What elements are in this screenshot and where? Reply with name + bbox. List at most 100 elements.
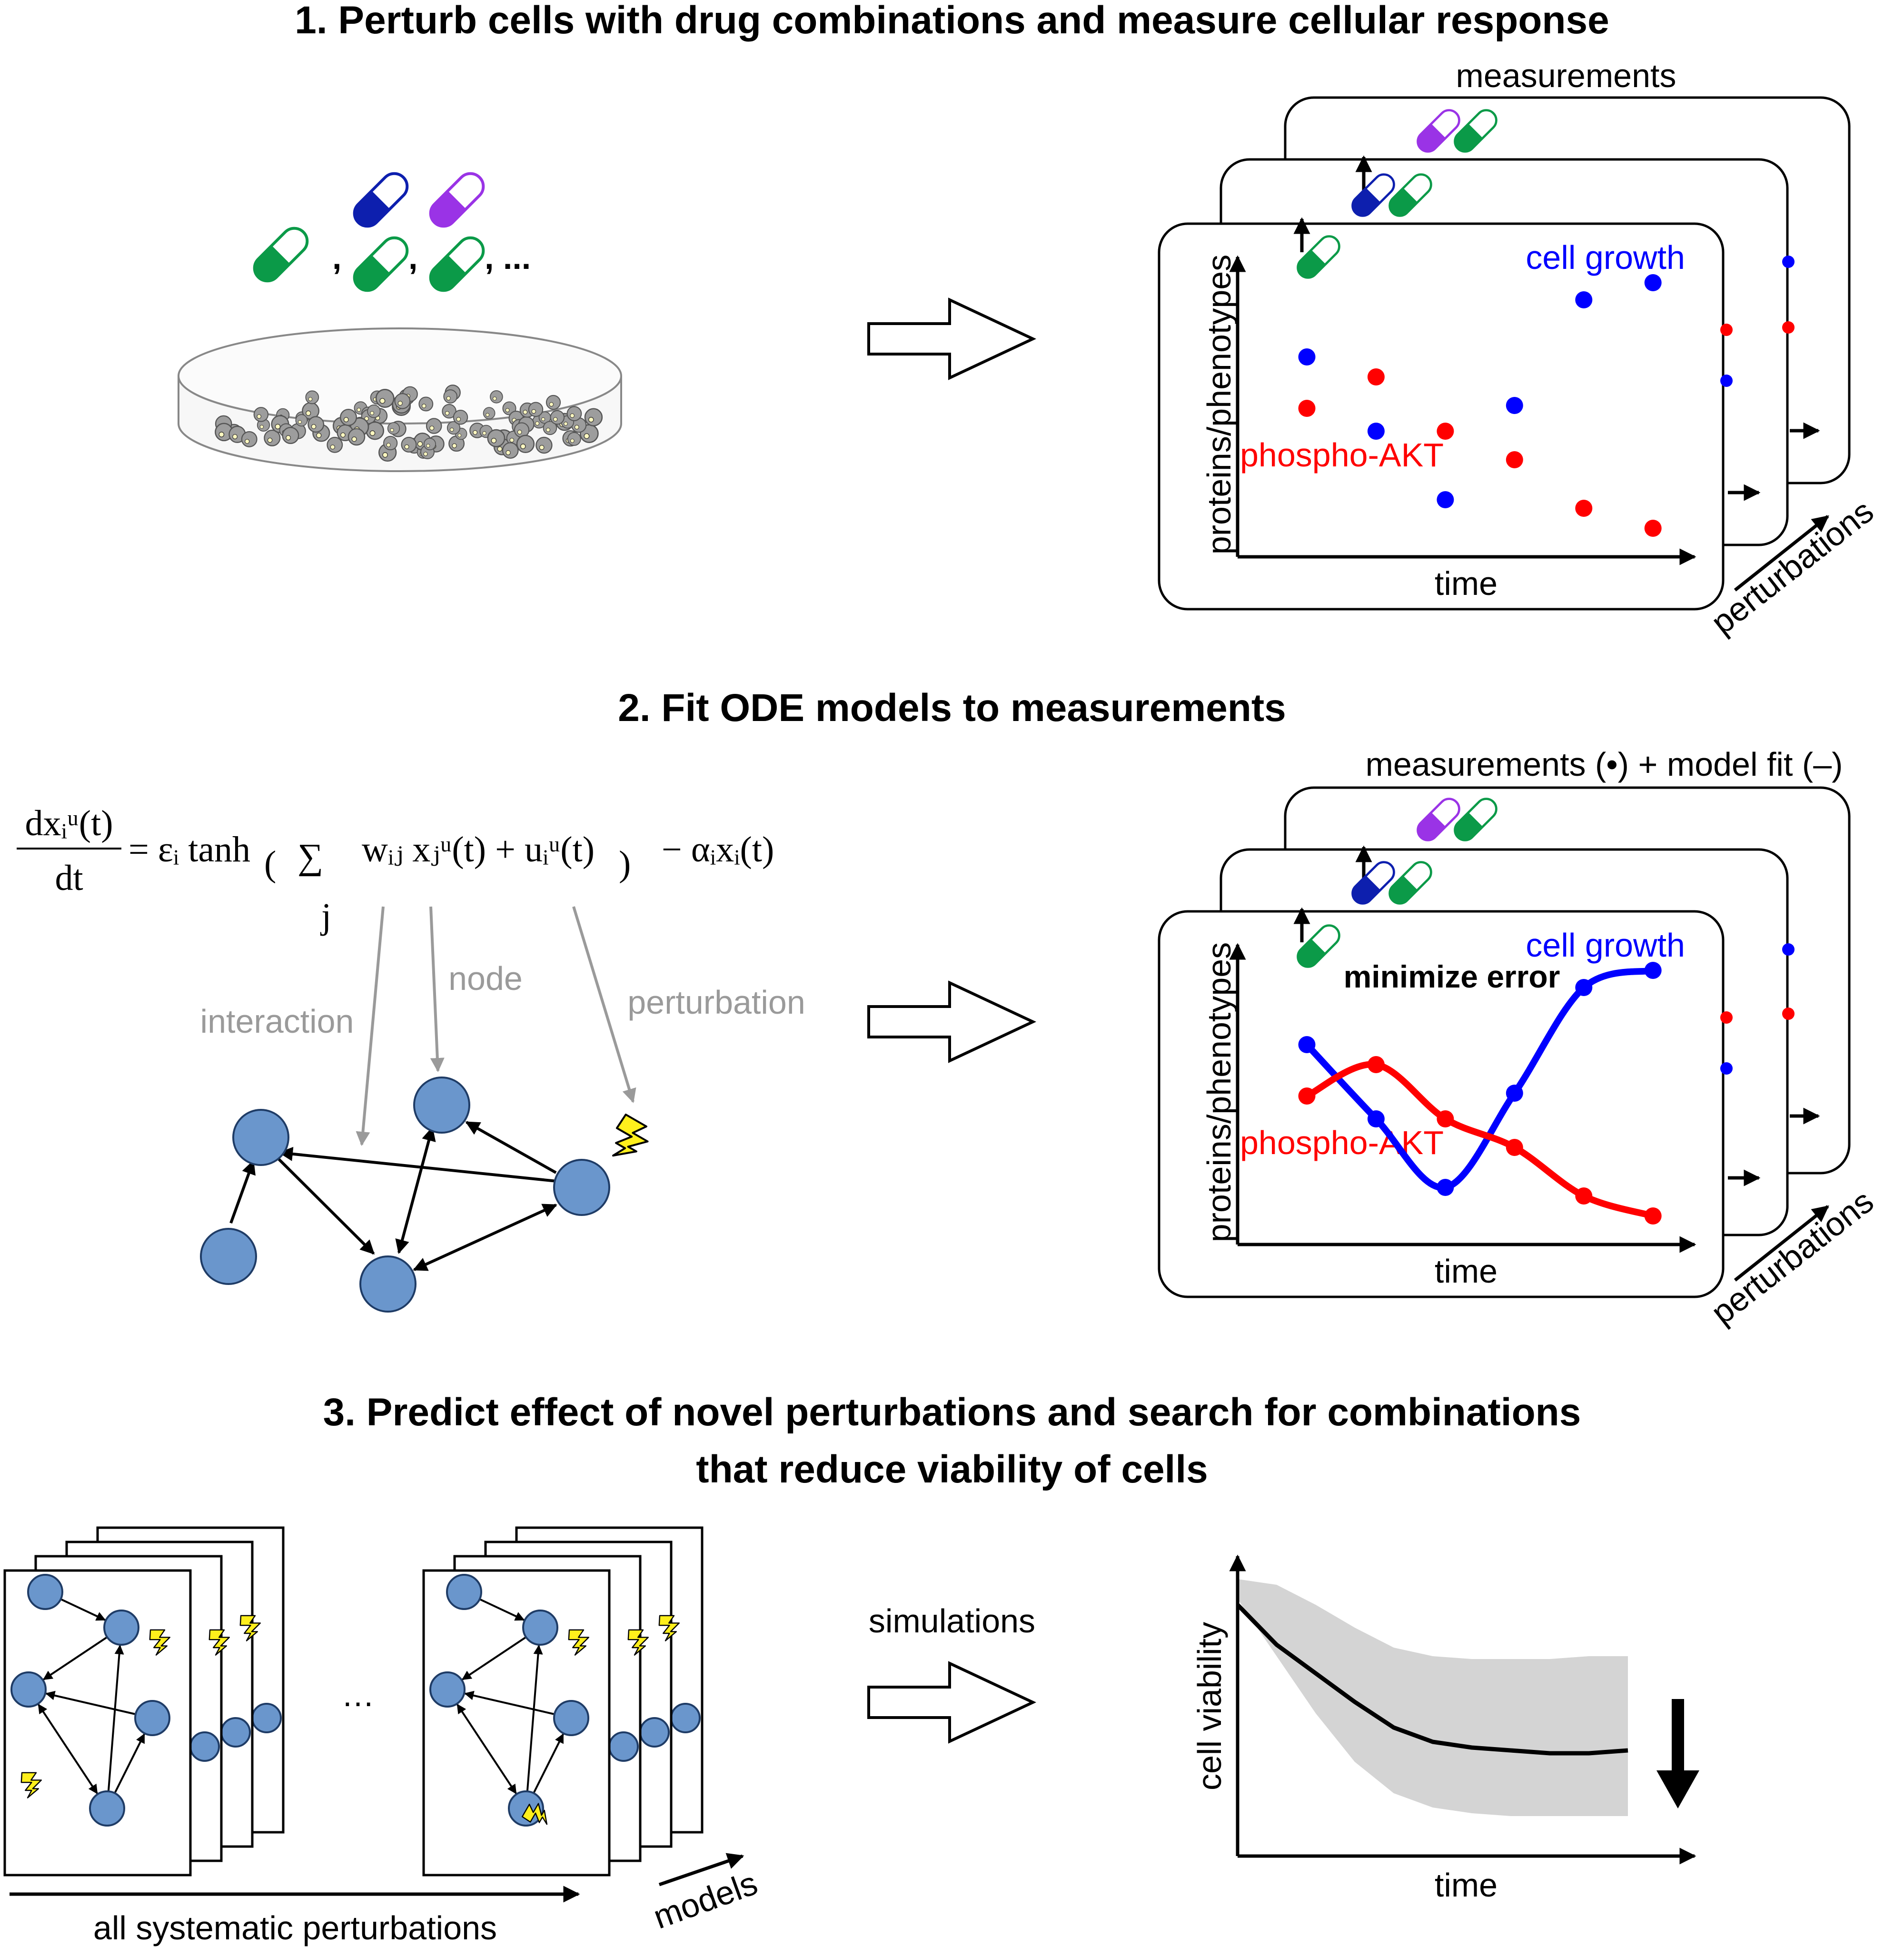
chart1-xlabel: time	[1435, 565, 1497, 602]
cell-icon	[453, 409, 468, 425]
model-node	[134, 1700, 170, 1736]
section3-title-line1: 3. Predict effect of novel perturbations…	[323, 1391, 1581, 1434]
comma-ellipsis: , ...	[485, 239, 531, 276]
cell-icon	[327, 436, 343, 453]
models-arrow	[658, 1853, 744, 1887]
network-node	[553, 1159, 610, 1216]
cell-icon	[502, 442, 519, 459]
chart1-point	[1298, 348, 1316, 366]
section3-title-line2: that reduce viability of cells	[696, 1448, 1208, 1491]
chart2-point	[1575, 1187, 1593, 1205]
chart2-point	[1506, 1085, 1523, 1102]
bracket-left: (	[264, 844, 276, 884]
annotation-perturbation: perturbation	[627, 984, 805, 1021]
chart2: proteins/phenotypes time cell growth pho…	[1200, 921, 1696, 1290]
network-node	[200, 1228, 257, 1285]
cell-icon	[550, 410, 565, 425]
model-stacks	[3, 1526, 704, 1877]
chart1-point	[1644, 274, 1662, 291]
annotation-interaction: interaction	[200, 1003, 354, 1040]
bottom-label: all systematic perturbations	[93, 1909, 497, 1946]
section2-title: 2. Fit ODE models to measurements	[618, 686, 1286, 730]
cell-icon	[241, 431, 258, 447]
annotation-node: node	[448, 960, 523, 997]
petri-dish-icon	[178, 327, 622, 472]
comma: ,	[332, 239, 341, 276]
chart2-point	[1644, 1207, 1662, 1225]
cell-icon	[295, 414, 308, 427]
chart1-point	[1367, 368, 1385, 385]
decrease-arrow-icon	[1656, 1699, 1699, 1808]
ode-equation: dxᵢᵘ(t) dt = εᵢ tanh ( ∑ j wᵢⱼ xⱼᵘ(t) + …	[17, 803, 774, 936]
chart2-xlabel: time	[1435, 1253, 1497, 1290]
network-diagram	[200, 1077, 655, 1313]
stack2-peek	[1293, 795, 1820, 1186]
model-node	[27, 1574, 63, 1610]
cell-icon	[584, 408, 603, 426]
chart2-point	[1437, 1179, 1454, 1196]
chart1: proteins/phenotypes time cell growth pho…	[1200, 232, 1696, 602]
cell-icon	[383, 435, 398, 451]
process-arrow-icon	[867, 1661, 1037, 1744]
chart1-legend-phospho-akt: phospho-AKT	[1240, 436, 1444, 474]
pill-blue-icon	[349, 168, 413, 232]
comma: ,	[408, 239, 417, 276]
chart2-legend-cell-growth: cell growth	[1526, 927, 1685, 964]
chart3-band	[1238, 1579, 1628, 1816]
chart3-ylabel: cell viability	[1191, 1622, 1228, 1790]
chart3: cell viability time	[1191, 1554, 1699, 1904]
stack1-card-front	[1158, 222, 1725, 611]
cell-icon	[375, 389, 395, 408]
drug-pills	[249, 168, 489, 296]
cell-icon	[490, 390, 503, 404]
network-node	[359, 1255, 416, 1313]
equation-sum-index: j	[320, 896, 331, 936]
model-node	[89, 1790, 125, 1827]
pill-green-icon	[249, 223, 313, 286]
cell-icon	[305, 390, 319, 405]
chart2-annotation: minimize error	[1344, 959, 1560, 994]
chart1-legend-cell-growth: cell growth	[1526, 239, 1685, 276]
process-arrow-icon	[867, 297, 1037, 380]
network-node	[413, 1077, 470, 1134]
bracket-right: )	[619, 844, 631, 884]
chart2-point	[1298, 1036, 1316, 1053]
process-arrow-icon	[867, 980, 1037, 1063]
perturbation-bolt-icon	[603, 1113, 655, 1168]
cell-icon	[347, 428, 366, 446]
cell-icon	[418, 396, 434, 412]
chart1-point	[1437, 491, 1454, 508]
model-node	[103, 1610, 139, 1646]
cell-icon	[401, 436, 417, 453]
network-node	[232, 1109, 289, 1166]
cell-icon	[282, 427, 299, 444]
model-node	[10, 1671, 47, 1708]
model-node	[446, 1574, 482, 1610]
chart1-point	[1644, 520, 1662, 537]
pill-green-icon	[426, 233, 489, 296]
cell-icon	[516, 435, 535, 453]
chart2-point	[1367, 1056, 1385, 1073]
chart2-point	[1367, 1110, 1385, 1127]
cell-icon	[366, 421, 385, 440]
equation-lhs-numerator: dxᵢᵘ(t)	[25, 803, 113, 843]
equation-annotations: interaction node perturbation	[200, 906, 805, 1146]
chart1-point	[1506, 451, 1523, 468]
equation-rhs-a: = εᵢ tanh	[129, 830, 250, 869]
cell-icon	[487, 429, 506, 447]
cell-icon	[545, 395, 561, 410]
chart1-point	[1575, 500, 1593, 517]
perturbations-arrow	[1734, 1205, 1829, 1282]
cell-icon	[394, 393, 411, 409]
chart2-point	[1575, 979, 1593, 996]
chart1-point	[1298, 400, 1316, 417]
equation-lhs-denominator: dt	[55, 858, 83, 898]
models-ellipsis: …	[341, 1676, 375, 1713]
cell-icon	[307, 416, 325, 433]
chart2-point	[1506, 1139, 1523, 1156]
chart2-legend-phospho-akt: phospho-AKT	[1240, 1124, 1444, 1161]
cell-icon	[567, 432, 581, 446]
cell-icon	[528, 402, 544, 417]
cell-icon	[423, 438, 436, 451]
